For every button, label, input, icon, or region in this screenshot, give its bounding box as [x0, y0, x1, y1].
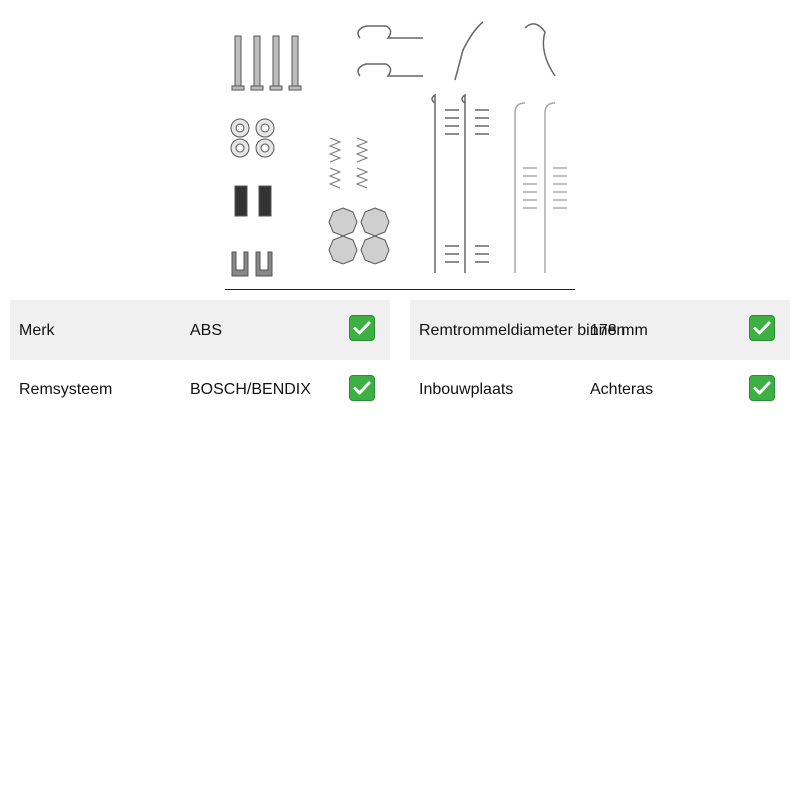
long-spring-icon — [431, 93, 489, 273]
spec-row-merk: Merk ABS — [10, 300, 390, 360]
spec-row-remsysteem: Remsysteem BOSCH/BENDIX — [10, 360, 390, 420]
check-mark-icon — [749, 375, 775, 401]
brake-kit-parts-illustration — [230, 21, 567, 277]
spec-value: 178 mm — [590, 322, 648, 339]
check-mark-icon — [349, 375, 375, 401]
spec-value: Achteras — [590, 381, 654, 398]
sleeve-icon — [234, 185, 272, 217]
top-spring-icon — [357, 21, 556, 81]
product-image — [225, 8, 575, 290]
spec-label: Remsysteem — [19, 381, 113, 398]
spec-table-right: Remtrommeldiameter binnen 178 mm Inbouwp… — [410, 300, 790, 420]
washer-icon — [230, 118, 275, 158]
spec-table-left: Merk ABS Remsysteem BOSCH/BENDIX — [10, 300, 390, 420]
cup-washer-icon — [328, 207, 390, 265]
spec-label: Inbouwplaats — [419, 381, 514, 398]
return-spring-icon — [514, 102, 567, 273]
spec-value: ABS — [190, 322, 223, 339]
spec-value: BOSCH/BENDIX — [190, 381, 311, 398]
clip-icon — [231, 251, 273, 277]
check-mark-icon — [749, 315, 775, 341]
spec-row-remtrommeldiameter: Remtrommeldiameter binnen 178 mm — [410, 300, 790, 360]
spec-row-inbouwplaats: Inbouwplaats Achteras — [410, 360, 790, 420]
small-spring-icon — [328, 137, 369, 189]
check-mark-icon — [349, 315, 375, 341]
spec-label: Merk — [19, 322, 55, 339]
pin-icon — [231, 35, 302, 91]
spec-label: Remtrommeldiameter binnen — [419, 322, 626, 339]
